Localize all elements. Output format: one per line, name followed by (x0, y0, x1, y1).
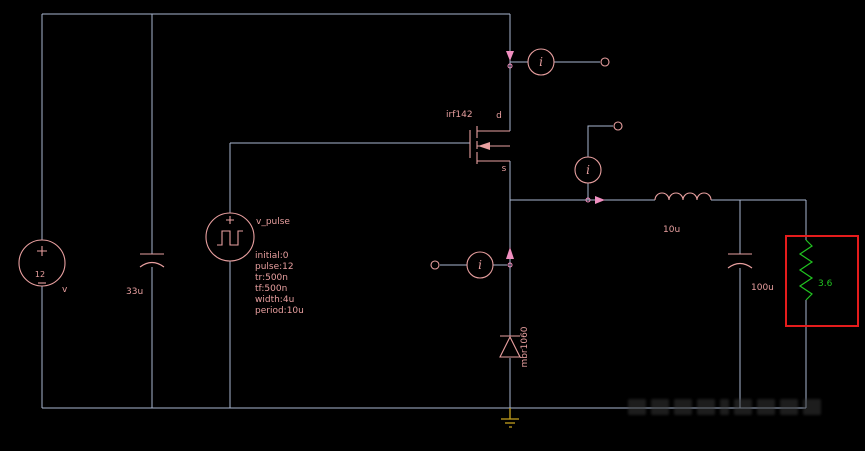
probe-tap-marker (507, 262, 513, 268)
input-capacitor[interactable]: 33u (126, 253, 165, 297)
pulse-param-pulse: pulse:12 (255, 262, 294, 272)
pulse-voltage-source[interactable]: v_pulse initial:0 pulse:12 tr:500n tf:50… (205, 212, 304, 316)
output-capacitor-value: 100u (751, 283, 774, 293)
current-probe-label: i (539, 55, 543, 69)
pulse-source-body[interactable] (205, 212, 255, 262)
current-arrow-down-icon (506, 51, 514, 61)
load-resistor-value: 3.6 (818, 279, 833, 289)
watermark-glyph (757, 399, 775, 415)
inductor-coil[interactable] (654, 192, 712, 201)
mosfet-drain-pin-label: d (496, 111, 502, 121)
freewheel-diode[interactable]: mbr1060 (499, 326, 530, 368)
pulse-param-period: period:10u (255, 306, 304, 316)
current-probe-body[interactable] (466, 251, 494, 279)
watermark-glyph (720, 399, 729, 415)
current-probe-right[interactable]: i (574, 121, 623, 204)
probe-tap-marker (585, 197, 591, 203)
resistor-zigzag[interactable] (798, 239, 814, 301)
probe-terminal[interactable] (600, 57, 610, 67)
mosfet-body-arrow-icon (478, 142, 490, 150)
watermark-glyph (734, 399, 752, 415)
current-arrow-right-icon (595, 196, 605, 204)
watermark-glyph (697, 399, 715, 415)
current-probe-mid[interactable]: i (430, 247, 514, 279)
input-capacitor-value: 33u (126, 287, 143, 297)
pulse-param-tr: tr:500n (255, 273, 288, 283)
output-capacitor[interactable]: 100u (727, 253, 774, 293)
diode-name: mbr1060 (520, 326, 530, 367)
watermark-glyph (803, 399, 821, 415)
pulse-source-name: v_pulse (256, 217, 290, 227)
probe-terminal[interactable] (430, 260, 440, 270)
voltage-source-name: v (62, 285, 68, 295)
mosfet-name: irf142 (446, 110, 473, 120)
plus-sign-icon (226, 216, 234, 224)
current-probe-body[interactable] (527, 48, 555, 76)
pulse-param-tf: tf:500n (255, 284, 287, 294)
diode-triangle[interactable] (499, 335, 521, 358)
inductor[interactable]: 10u (654, 192, 712, 235)
probe-terminal[interactable] (613, 121, 623, 131)
current-arrow-up-icon (506, 247, 514, 259)
ground-bars[interactable] (501, 418, 519, 428)
watermark-glyph (780, 399, 798, 415)
load-resistor[interactable]: 3.6 (798, 239, 833, 301)
watermark-glyph (628, 399, 646, 415)
inductor-value: 10u (663, 225, 680, 235)
probe-tap-marker (507, 63, 513, 69)
square-wave-icon (217, 230, 243, 246)
watermark-glyph (674, 399, 692, 415)
current-probe-top[interactable]: i (506, 48, 610, 76)
voltage-source-body[interactable] (18, 239, 66, 287)
pulse-param-width: width:4u (255, 295, 294, 305)
dc-voltage-source[interactable]: 12 v (18, 239, 68, 295)
pulse-param-initial: initial:0 (255, 251, 289, 261)
current-probe-label: i (586, 163, 590, 177)
plus-sign-icon (37, 246, 47, 256)
current-probe-label: i (478, 258, 482, 272)
voltage-source-value: 12 (35, 270, 45, 279)
capacitor-plate-bottom[interactable] (727, 262, 753, 269)
current-probe-body[interactable] (574, 156, 602, 184)
wire-probe-right-b[interactable] (587, 125, 613, 157)
watermark (628, 399, 821, 415)
watermark-glyph (651, 399, 669, 415)
ground-symbol[interactable] (501, 408, 519, 428)
highlight-box (785, 235, 859, 327)
capacitor-plate-bottom[interactable] (139, 261, 165, 268)
mosfet-irf142[interactable]: irf142 d s (446, 110, 510, 174)
mosfet-source-pin-label: s (502, 164, 507, 174)
wires[interactable] (41, 13, 807, 409)
